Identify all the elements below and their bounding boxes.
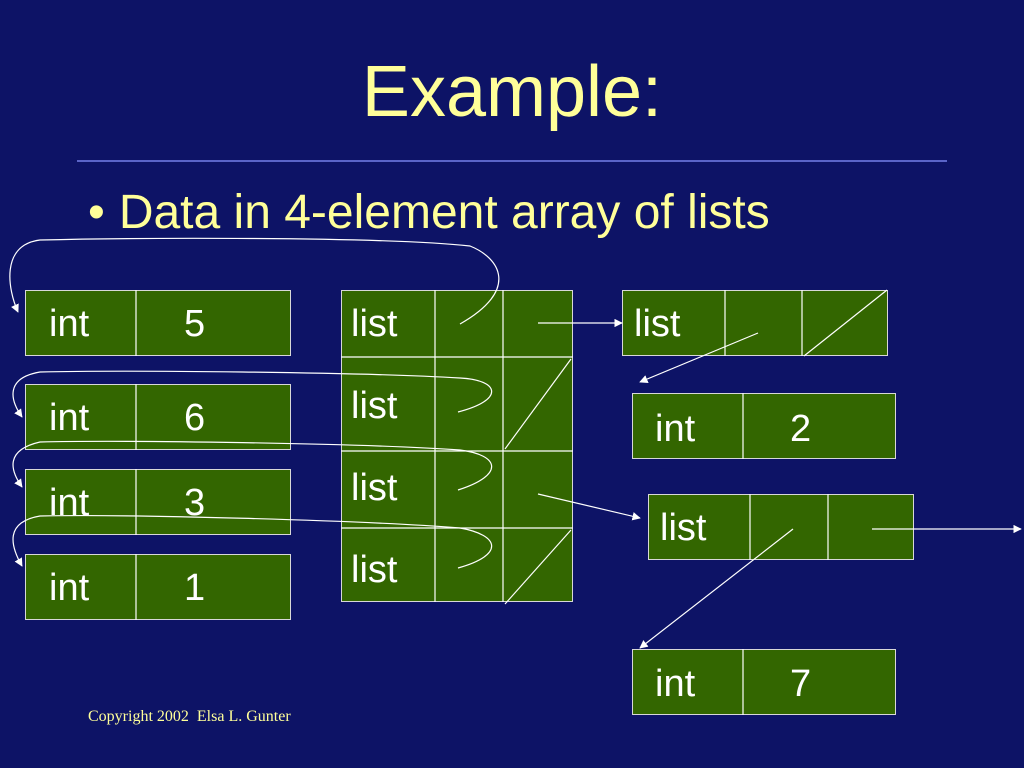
bullet-text: Data in 4-element array of lists [118,186,770,239]
int-cell-5-type: int [49,303,90,345]
array-row-2-label: list [351,385,398,427]
int-cell-3-value: 3 [184,482,206,524]
pointer-list-a-to-int2 [639,332,759,383]
array-row-4-label: list [351,549,398,591]
list-node-a-label: list [634,303,681,345]
int-node-2-type: int [655,408,696,450]
array-row-4-null-slash [504,529,572,605]
int-cell-5 [25,290,291,356]
bullet-point: •Data in 4-element array of lists [88,185,770,241]
pointer-row3-to-int3 [12,440,493,491]
bullet-marker: • [88,186,105,239]
list-node-a [622,290,888,356]
slide-title: Example: [361,52,663,132]
list-node-b-label: list [660,507,707,549]
int-cell-1 [25,554,291,620]
int-cell-6 [25,384,291,450]
array-row-3-label: list [351,467,398,509]
copyright-footer: Copyright 2002 Elsa L. Gunter [88,708,291,725]
int-node-2 [632,393,896,459]
list-node-a-null-slash [803,289,888,357]
int-cell-5-value: 5 [184,303,206,345]
array-row-2-null-slash [504,358,572,450]
pointer-row4-to-int1 [12,515,493,569]
list-node-b [648,494,914,560]
int-node-7-type: int [655,663,696,705]
int-cell-3-type: int [49,482,90,524]
pointer-row1-to-int5 [9,237,500,325]
int-node-7 [632,649,896,715]
pointer-row2-to-int6 [12,370,493,418]
title-divider [77,160,947,162]
int-node-2-value: 2 [790,408,812,450]
array-row-1-label: list [351,303,398,345]
int-cell-1-type: int [49,567,90,609]
int-cell-6-value: 6 [184,397,206,439]
int-node-7-value: 7 [790,663,812,705]
int-cell-1-value: 1 [184,567,206,609]
pointer-row3-to-list-b [537,493,641,521]
int-cell-3 [25,469,291,535]
pointer-list-b-to-int7 [639,528,794,649]
int-cell-6-type: int [49,397,90,439]
